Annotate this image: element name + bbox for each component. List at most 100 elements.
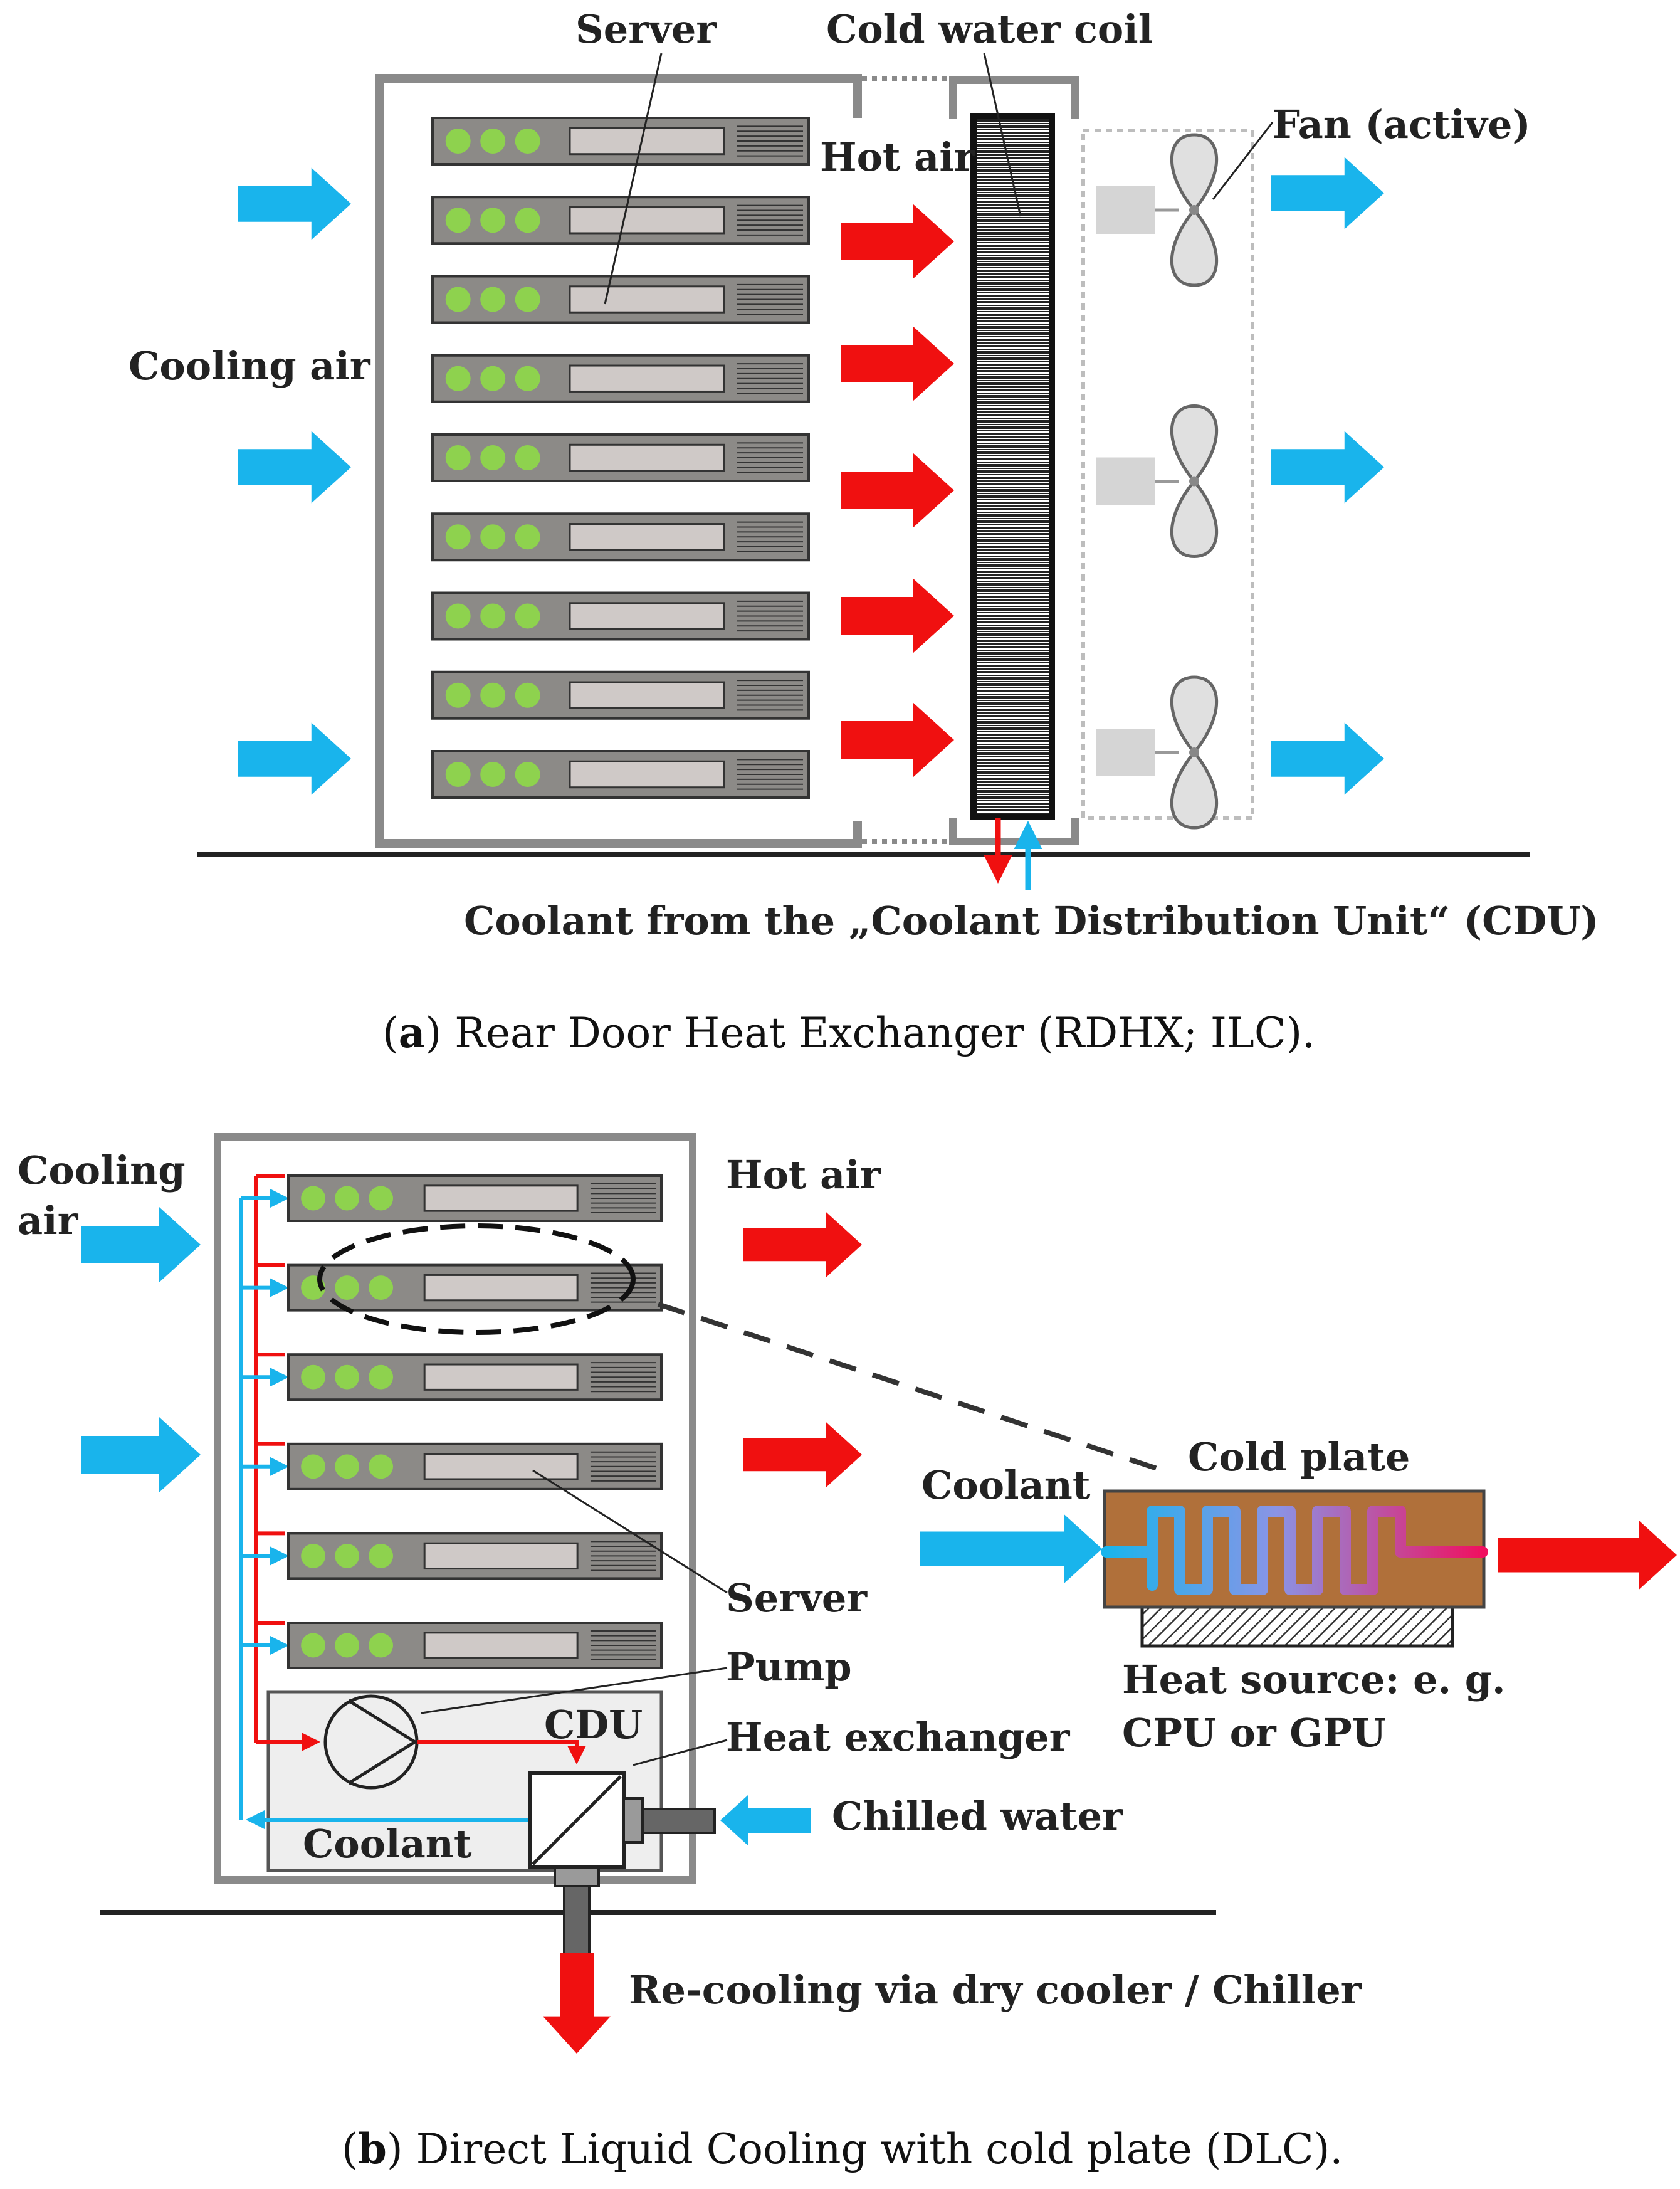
fan-motor bbox=[1096, 186, 1155, 234]
exhaust-arrows-a bbox=[1271, 157, 1384, 795]
status-led bbox=[515, 762, 540, 787]
fan-blade bbox=[1170, 478, 1219, 559]
fan-blade bbox=[1170, 404, 1219, 484]
hot-air-arrow bbox=[743, 1422, 862, 1488]
status-led bbox=[480, 762, 506, 787]
status-led bbox=[445, 524, 471, 550]
fan-hub bbox=[1189, 476, 1199, 487]
manifold-branches bbox=[241, 1174, 289, 1655]
label-cdu: CDU bbox=[544, 1702, 643, 1748]
server-unit bbox=[431, 433, 810, 482]
status-led bbox=[335, 1275, 360, 1300]
status-led bbox=[335, 1454, 360, 1479]
recooling-fitting bbox=[554, 1866, 600, 1887]
server-unit bbox=[431, 354, 810, 403]
status-led bbox=[515, 603, 540, 629]
label-heat-source-1: Heat source: e. g. bbox=[1122, 1657, 1506, 1702]
recooling-arrow bbox=[543, 1953, 611, 2054]
label-hot-air-a: Hot air bbox=[820, 134, 975, 180]
panel-b-dlc: Cooling air Hot air Cold plate Coolant S… bbox=[18, 1133, 1677, 2173]
drive-bay bbox=[423, 1363, 579, 1391]
drive-bay bbox=[569, 760, 725, 789]
fan-motor bbox=[1096, 729, 1155, 776]
coil-leader-line bbox=[983, 53, 1022, 217]
status-led bbox=[369, 1633, 394, 1658]
hot-air-arrow bbox=[841, 204, 954, 279]
status-led bbox=[301, 1364, 326, 1390]
panel-a-rdhx: Server Cold water coil Hot air Fan (acti… bbox=[129, 6, 1599, 1057]
label-server-a: Server bbox=[575, 6, 717, 52]
pump-symbol bbox=[323, 1694, 419, 1790]
status-led bbox=[445, 682, 471, 708]
status-led bbox=[335, 1543, 360, 1568]
fan-blade bbox=[1170, 208, 1219, 287]
status-led bbox=[445, 208, 471, 233]
hot-air-arrow bbox=[841, 702, 954, 778]
label-recooling: Re-cooling via dry cooler / Chiller bbox=[629, 1967, 1362, 2013]
server-unit bbox=[431, 750, 810, 799]
server-unit bbox=[287, 1622, 663, 1669]
fan-leader-line bbox=[1212, 122, 1274, 200]
label-cooling-air-b-2: air bbox=[18, 1198, 79, 1243]
status-led bbox=[480, 366, 506, 391]
pump-triangle bbox=[347, 1699, 418, 1785]
chilled-water-arrow bbox=[720, 1795, 811, 1845]
drive-bay bbox=[423, 1274, 579, 1302]
label-heat-exchanger: Heat exchanger bbox=[726, 1714, 1071, 1760]
hx-leader-line bbox=[633, 1739, 728, 1766]
server-leader-line-b bbox=[532, 1469, 728, 1594]
fan-enclosure bbox=[1081, 129, 1254, 820]
drive-bay bbox=[569, 364, 725, 393]
server-unit bbox=[431, 275, 810, 324]
server-unit bbox=[431, 670, 810, 720]
cooling-air-arrow bbox=[238, 722, 351, 795]
status-led bbox=[301, 1543, 326, 1568]
label-cooling-air-b-1: Cooling bbox=[18, 1147, 186, 1193]
fan-icon bbox=[1096, 133, 1219, 287]
status-led bbox=[301, 1633, 326, 1658]
hot-air-arrows-a bbox=[841, 204, 954, 778]
label-chilled-water: Chilled water bbox=[832, 1793, 1123, 1839]
drive-bay bbox=[569, 681, 725, 709]
chilled-water-pipe bbox=[641, 1808, 716, 1834]
status-led bbox=[515, 129, 540, 154]
status-led bbox=[369, 1364, 394, 1390]
heat-exchanger-diagonal bbox=[532, 1775, 622, 1865]
status-led bbox=[335, 1186, 360, 1211]
caption-b: (b) Direct Liquid Cooling with cold plat… bbox=[342, 2124, 1343, 2173]
rack-frame bbox=[375, 74, 862, 848]
status-led bbox=[480, 208, 506, 233]
drive-bay bbox=[569, 443, 725, 472]
server-unit bbox=[431, 512, 810, 562]
status-led bbox=[480, 129, 506, 154]
cold-plate-coil bbox=[1101, 1506, 1488, 1595]
drive-bay bbox=[569, 127, 725, 156]
drive-bay bbox=[569, 206, 725, 235]
caption-a: (a) Rear Door Heat Exchanger (RDHX; ILC)… bbox=[382, 1008, 1315, 1057]
status-led bbox=[445, 762, 471, 787]
hot-air-arrow bbox=[841, 326, 954, 401]
hot-air-arrow bbox=[841, 578, 954, 653]
drive-bay bbox=[423, 1632, 579, 1659]
cooling-air-arrow bbox=[81, 1417, 201, 1492]
status-led bbox=[480, 287, 506, 312]
label-server-b: Server bbox=[726, 1575, 868, 1621]
status-led bbox=[335, 1364, 360, 1390]
exhaust-arrow bbox=[1271, 431, 1384, 504]
label-coolant-from-cdu: Coolant from the „Coolant Distribution U… bbox=[464, 898, 1599, 944]
status-led bbox=[301, 1186, 326, 1211]
label-hot-air-b: Hot air bbox=[726, 1152, 881, 1198]
server-unit bbox=[287, 1353, 663, 1401]
status-led bbox=[445, 129, 471, 154]
drive-bay bbox=[569, 602, 725, 630]
status-led bbox=[480, 682, 506, 708]
status-led bbox=[480, 524, 506, 550]
door-bracket-top bbox=[949, 76, 1079, 119]
label-heat-source-2: CPU or GPU bbox=[1122, 1710, 1386, 1756]
server-unit bbox=[287, 1174, 663, 1222]
label-cold-plate: Cold plate bbox=[1188, 1434, 1410, 1480]
chilled-water-fitting bbox=[622, 1797, 644, 1844]
drive-bay bbox=[423, 1184, 579, 1212]
status-led bbox=[445, 445, 471, 470]
